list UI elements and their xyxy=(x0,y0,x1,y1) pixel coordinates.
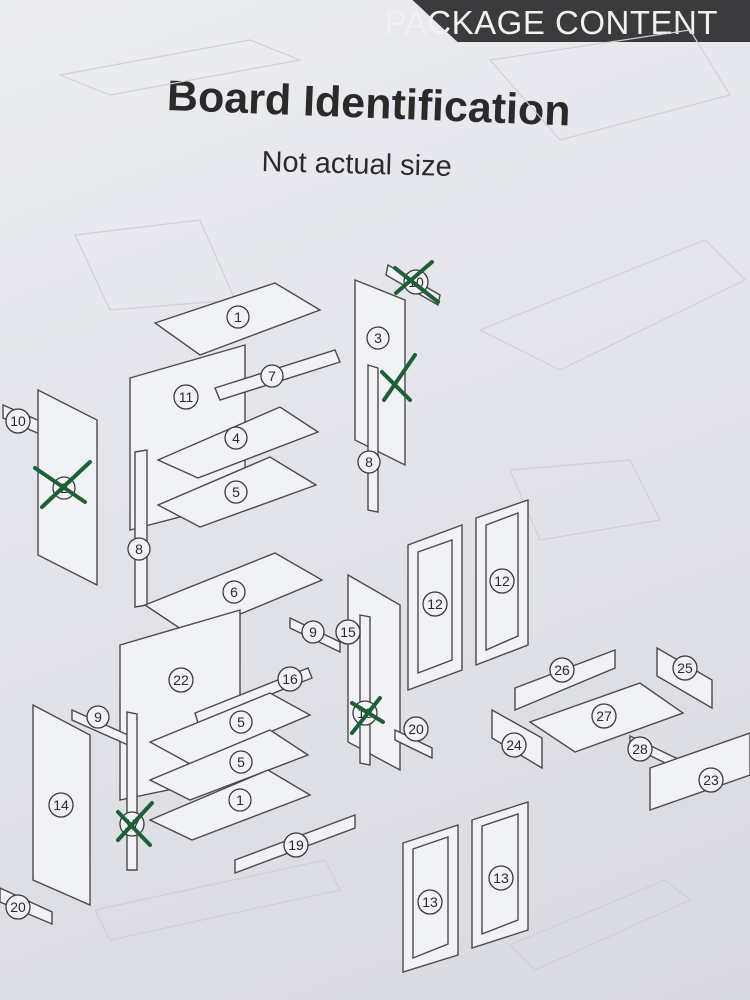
badge-part-7: 7 xyxy=(260,364,284,388)
svg-text:15: 15 xyxy=(340,624,356,640)
badge-part-14: 14 xyxy=(48,792,74,818)
board-15 xyxy=(347,573,401,772)
svg-text:7: 7 xyxy=(268,368,276,384)
board-5-low xyxy=(148,729,310,801)
svg-text:8: 8 xyxy=(135,541,143,557)
badge-part-11: 11 xyxy=(173,384,199,410)
badge-part-27: 27 xyxy=(591,703,617,729)
svg-text:5: 5 xyxy=(237,754,245,770)
board-17-bar xyxy=(126,711,138,871)
svg-text:4: 4 xyxy=(232,430,240,446)
svg-text:1: 1 xyxy=(236,792,244,808)
svg-text:3: 3 xyxy=(374,330,382,346)
badge-part-19: 19 xyxy=(283,832,309,858)
badge-part-23: 23 xyxy=(698,767,724,793)
cross-mark-part-3 xyxy=(380,353,417,402)
svg-text:10: 10 xyxy=(10,413,26,429)
svg-text:27: 27 xyxy=(596,708,612,724)
svg-text:8: 8 xyxy=(365,454,373,470)
badge-part-1: 1 xyxy=(226,305,250,329)
svg-text:9: 9 xyxy=(309,624,317,640)
badge-part-12: 12 xyxy=(422,591,448,617)
badge-part-3: 3 xyxy=(366,326,390,350)
badge-part-12: 12 xyxy=(489,568,515,594)
cross-mark-part-10 xyxy=(393,260,440,304)
boards xyxy=(0,263,750,926)
svg-text:20: 20 xyxy=(10,899,26,915)
svg-text:24: 24 xyxy=(506,737,522,753)
badge-part-9: 9 xyxy=(301,620,325,644)
svg-text:9: 9 xyxy=(94,709,102,725)
board-23 xyxy=(649,732,750,811)
badge-part-10: 10 xyxy=(5,408,31,434)
badge-part-20: 20 xyxy=(5,894,31,920)
svg-text:26: 26 xyxy=(554,662,570,678)
cross-mark-part-17 xyxy=(116,801,154,847)
svg-text:19: 19 xyxy=(288,837,304,853)
badge-part-22: 22 xyxy=(168,667,194,693)
badge-part-16: 16 xyxy=(277,666,303,692)
badge-part-15: 15 xyxy=(335,619,361,645)
badge-part-5: 5 xyxy=(229,710,253,734)
board-8-left xyxy=(134,449,148,608)
cross-mark-part-2 xyxy=(33,460,92,509)
board-3 xyxy=(354,278,406,467)
cross-mark-part-18 xyxy=(350,696,385,735)
badge-part-8: 8 xyxy=(357,450,381,474)
badge-part-5: 5 xyxy=(224,480,248,504)
svg-text:25: 25 xyxy=(677,660,693,676)
svg-text:23: 23 xyxy=(703,772,719,788)
green-cross-marks xyxy=(33,260,440,847)
badge-part-24: 24 xyxy=(501,732,527,758)
svg-text:22: 22 xyxy=(173,672,189,688)
badge-part-13: 13 xyxy=(417,889,443,915)
svg-text:28: 28 xyxy=(632,741,648,757)
badge-part-25: 25 xyxy=(672,655,698,681)
board-18-bar xyxy=(359,614,371,766)
svg-text:5: 5 xyxy=(232,484,240,500)
badge-part-26: 26 xyxy=(549,657,575,683)
board-8-right xyxy=(367,364,379,513)
board-20-right xyxy=(394,728,433,760)
badge-part-1: 1 xyxy=(228,788,252,812)
svg-text:12: 12 xyxy=(494,573,510,589)
svg-text:14: 14 xyxy=(53,797,69,813)
svg-text:5: 5 xyxy=(237,714,245,730)
badge-part-4: 4 xyxy=(224,426,248,450)
badge-part-6: 6 xyxy=(222,580,246,604)
badge-part-8: 8 xyxy=(127,537,151,561)
svg-text:13: 13 xyxy=(422,894,438,910)
svg-text:12: 12 xyxy=(427,596,443,612)
svg-text:6: 6 xyxy=(230,584,238,600)
svg-text:16: 16 xyxy=(282,671,298,687)
svg-text:1: 1 xyxy=(234,309,242,325)
badge-part-20: 20 xyxy=(403,716,429,742)
svg-text:13: 13 xyxy=(493,870,509,886)
badge-part-13: 13 xyxy=(488,865,514,891)
board-5-mid xyxy=(148,692,312,766)
svg-text:11: 11 xyxy=(179,389,194,405)
section-label: PACKAGE CONTENT xyxy=(384,4,718,41)
badge-part-28: 28 xyxy=(627,736,653,762)
badge-part-5: 5 xyxy=(229,750,253,774)
svg-text:20: 20 xyxy=(408,721,424,737)
badge-part-9: 9 xyxy=(86,705,110,729)
